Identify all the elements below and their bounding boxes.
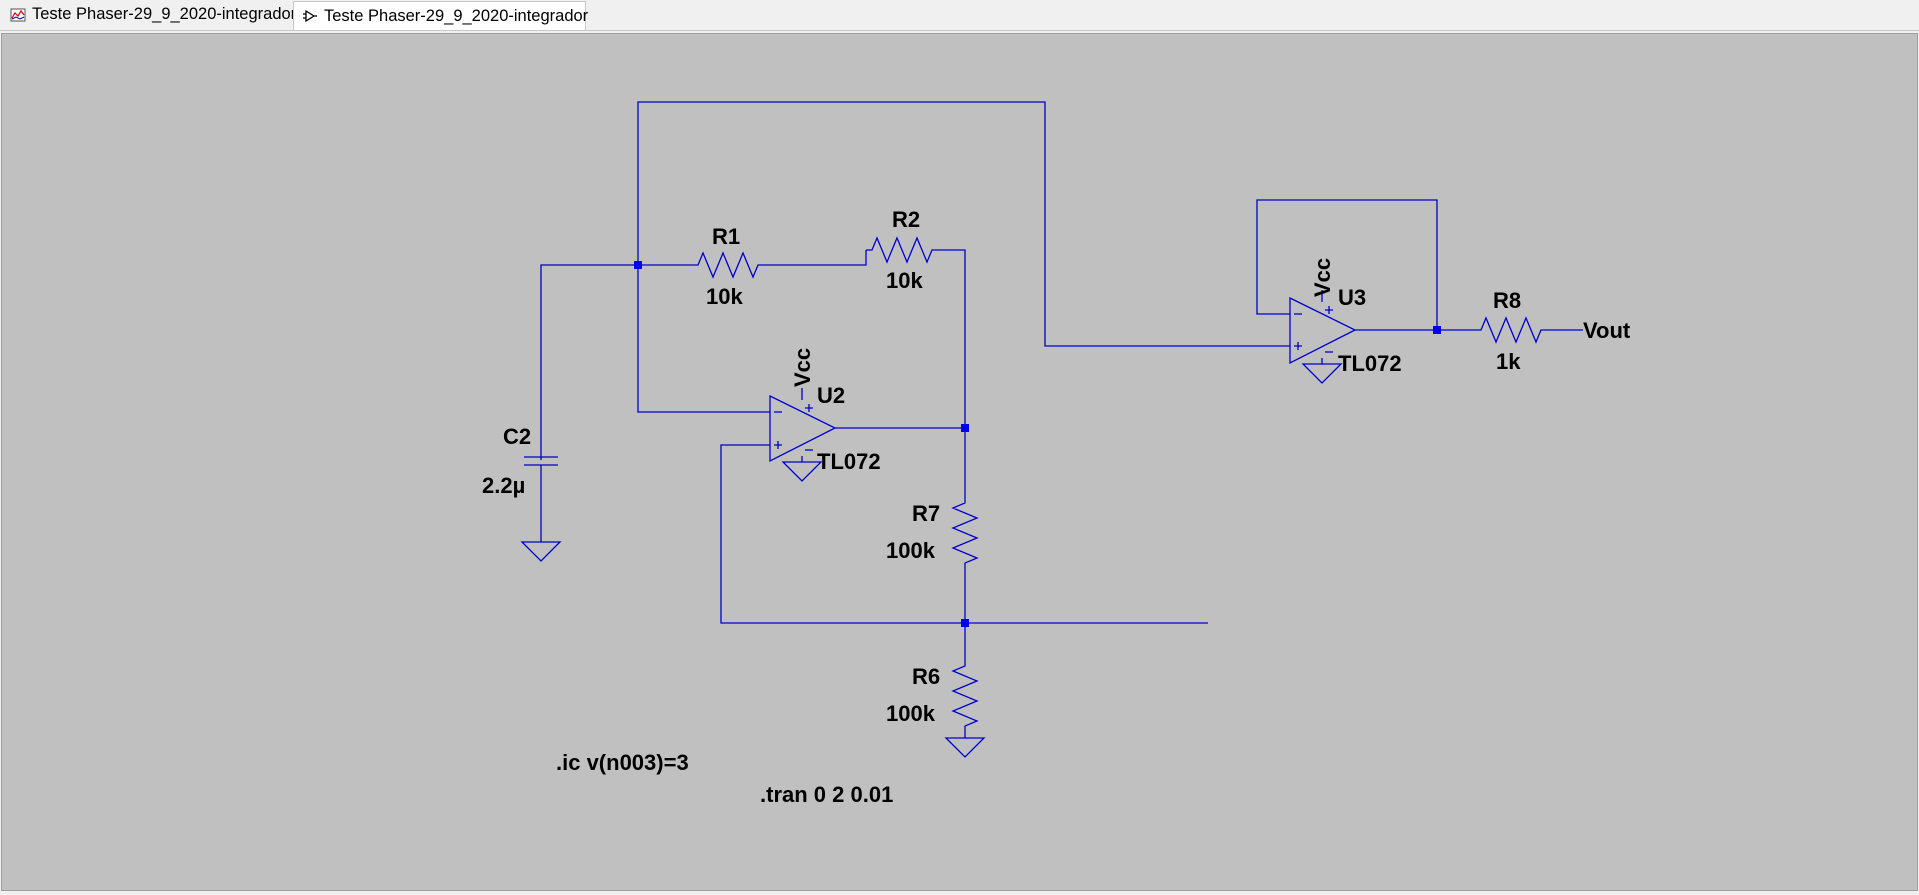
resistor-r7-symbol xyxy=(951,500,979,565)
ground-icon xyxy=(520,541,562,562)
vout-net-label[interactable]: Vout xyxy=(1583,318,1631,343)
r1-value-label: 10k xyxy=(706,284,743,309)
ground-icon xyxy=(1301,363,1343,384)
u2-supply-label: Vcc xyxy=(790,348,815,387)
junction-dot xyxy=(634,261,642,269)
waveform-plot-icon xyxy=(10,8,26,21)
opamp-u3-triangle xyxy=(1289,296,1357,365)
r6-name-label: R6 xyxy=(912,664,940,689)
ground-icon xyxy=(781,461,823,482)
resistor-r6[interactable]: R6 100k xyxy=(886,663,986,758)
r2-value-label: 10k xyxy=(886,268,923,293)
junctions xyxy=(634,261,1441,627)
opamp-u2-triangle xyxy=(769,394,837,463)
u2-model-label: TL072 xyxy=(817,449,881,474)
resistor-r2-symbol xyxy=(866,236,938,264)
r8-name-label: R8 xyxy=(1493,288,1521,313)
u3-supply-label: Vcc xyxy=(1310,258,1335,297)
opamp-u3-plus-sign xyxy=(1294,342,1302,350)
junction-dot xyxy=(961,619,969,627)
tab-label: Teste Phaser-29_9_2020-integrador xyxy=(324,6,589,25)
resistor-r8[interactable]: R8 1k xyxy=(1478,288,1543,374)
wires[interactable] xyxy=(540,101,1583,738)
opamp-u2-plus-sign xyxy=(774,441,782,449)
r2-name-label: R2 xyxy=(892,207,920,232)
wire-r2-to-output xyxy=(938,249,966,428)
schematic-drawing[interactable]: R1 10k R2 10k R7 100k R6 100k R8 1k xyxy=(2,34,1917,890)
resistor-r7[interactable]: R7 100k xyxy=(886,500,979,565)
u2-name-label: U2 xyxy=(817,383,845,408)
u3-model-label: TL072 xyxy=(1338,351,1402,376)
r8-value-label: 1k xyxy=(1496,349,1521,374)
resistor-r1-symbol xyxy=(695,251,760,279)
opamp-u3-supply-plus-sign xyxy=(1325,306,1333,314)
opamp-u2[interactable]: Vcc U2 TL072 xyxy=(769,348,881,482)
r7-value-label: 100k xyxy=(886,538,936,563)
capacitor-c2-symbol xyxy=(524,456,558,466)
c2-name-label: C2 xyxy=(503,424,531,449)
schematic-opamp-icon xyxy=(303,9,317,23)
resistor-r6-symbol xyxy=(951,663,979,728)
resistor-r1[interactable]: R1 10k xyxy=(695,224,760,309)
opamp-u3[interactable]: Vcc U3 TL072 xyxy=(1289,258,1402,384)
r6-value-label: 100k xyxy=(886,701,936,726)
wire-top-feedback xyxy=(637,101,1290,347)
tab-schematic-editor[interactable]: Teste Phaser-29_9_2020-integrador xyxy=(293,1,589,30)
junction-dot xyxy=(1433,326,1441,334)
r7-name-label: R7 xyxy=(912,501,940,526)
junction-dot xyxy=(961,424,969,432)
resistor-r8-symbol xyxy=(1478,316,1543,344)
u3-name-label: U3 xyxy=(1338,285,1366,310)
opamp-u2-supply-plus-sign xyxy=(805,404,813,412)
capacitor-c2[interactable]: C2 2.2µ xyxy=(482,424,562,562)
wire-r1-to-r2 xyxy=(760,250,867,266)
document-tab-bar: Teste Phaser-29_9_2020-integrador Teste … xyxy=(0,0,1919,31)
tab-waveform-viewer[interactable]: Teste Phaser-29_9_2020-integrador xyxy=(2,1,296,28)
wire-node-to-u2-inv xyxy=(637,265,770,413)
ground-icon xyxy=(944,737,986,758)
r1-name-label: R1 xyxy=(712,224,740,249)
wire-node-to-c2 xyxy=(540,264,638,460)
resistor-r2[interactable]: R2 10k xyxy=(866,207,938,293)
tran-directive[interactable]: .tran 0 2 0.01 xyxy=(760,782,893,807)
ic-directive[interactable]: .ic v(n003)=3 xyxy=(556,750,689,775)
schematic-canvas[interactable]: R1 10k R2 10k R7 100k R6 100k R8 1k xyxy=(1,33,1918,891)
tab-label: Teste Phaser-29_9_2020-integrador xyxy=(32,5,297,23)
wire-u3-feedback xyxy=(1256,199,1438,330)
c2-value-label: 2.2µ xyxy=(482,473,525,498)
